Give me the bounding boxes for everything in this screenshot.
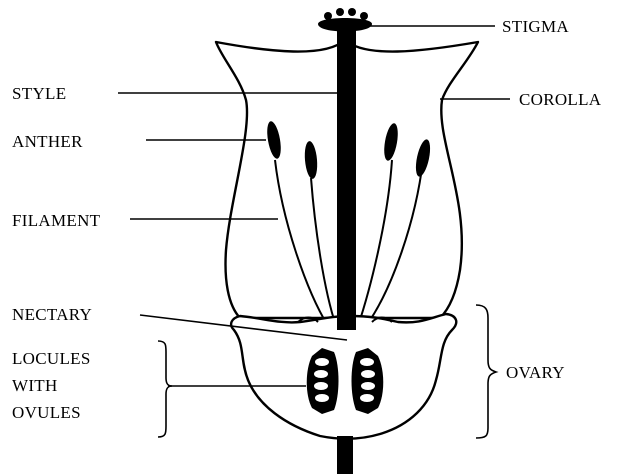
label-anther: ANTHER	[12, 132, 83, 151]
label-stigma: STIGMA	[502, 17, 569, 36]
label-style: STYLE	[12, 84, 66, 103]
stigma-head	[318, 8, 372, 32]
ovary-bracket	[476, 305, 496, 438]
pedicel	[337, 436, 353, 474]
label-filament: FILAMENT	[12, 211, 101, 230]
label-ovules: OVULES	[12, 403, 81, 422]
ovary-shape	[231, 314, 456, 439]
label-locules: LOCULES	[12, 349, 91, 368]
label-nectary: NECTARY	[12, 305, 92, 324]
style-column	[337, 30, 356, 330]
label-ovary: OVARY	[506, 363, 565, 382]
label-corolla: COROLLA	[519, 90, 602, 109]
locules-bracket	[158, 341, 172, 437]
label-with: WITH	[12, 376, 58, 395]
